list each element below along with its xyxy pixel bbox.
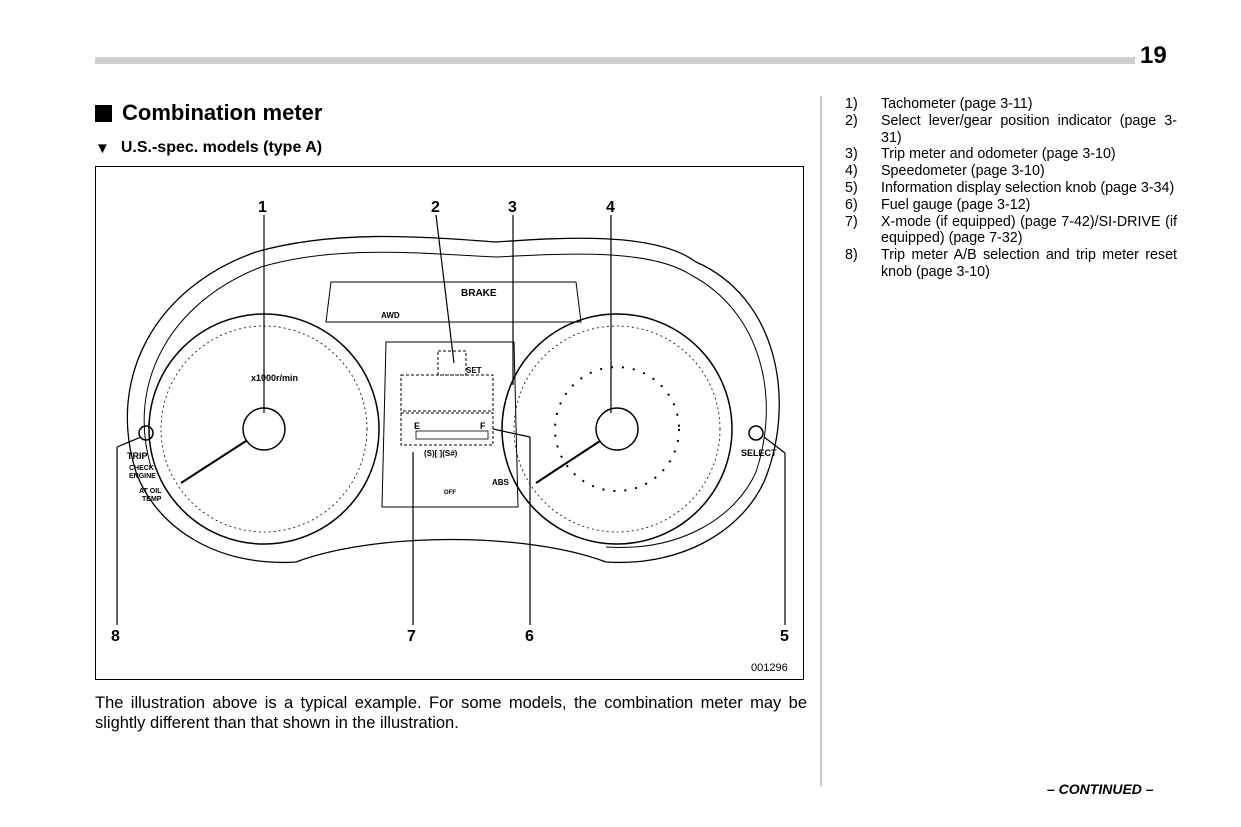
tach-unit-label: x1000r/min [251,373,298,383]
legend-item: 7)X-mode (if equipped) (page 7-42)/SI-DR… [845,213,1177,247]
callout-8: 8 [111,628,120,645]
callout-line-2 [435,214,455,364]
trip-knob [138,425,154,441]
callout-3: 3 [508,199,517,216]
legend-list: 1)Tachometer (page 3-11) 2)Select lever/… [845,96,1177,281]
check-engine-label-2: ENGINE [129,473,156,480]
callout-line-5b [763,436,786,454]
section-heading: Combination meter [95,100,322,126]
abs-label: ABS [492,478,510,487]
awd-label: AWD [381,311,400,320]
gear-indicator-label: (S)[ ](S#) [424,449,458,458]
square-bullet-icon [95,104,112,122]
callout-7: 7 [407,628,416,645]
select-knob [748,425,764,441]
callout-2: 2 [431,199,440,216]
callout-1: 1 [258,199,267,216]
trip-label: TRIP [127,451,148,461]
fuel-empty-label: E [414,421,420,431]
figure-code: 001296 [751,662,788,674]
speedometer [501,313,733,545]
check-engine-label-1: CHECK [129,465,154,472]
callout-5: 5 [780,628,789,645]
legend-item: 5)Information display selection knob (pa… [845,179,1175,196]
page-number: 19 [1140,42,1167,69]
column-divider [820,96,822,786]
figure-caption: The illustration above is a typical exam… [95,694,807,732]
triangle-down-icon: ▼ [95,139,110,157]
subsection-heading: ▼ U.S.-spec. models (type A) [95,139,322,157]
at-oil-temp-label-2: TEMP [142,496,162,503]
set-label: SET [466,366,482,375]
gear-position-frame [437,350,467,376]
legend-item: 8)Trip meter A/B selection and trip mete… [845,247,1177,280]
meter-housing-outline [126,235,780,564]
section-title: Combination meter [122,100,323,125]
off-label: OFF [444,490,456,496]
header-rule [95,57,1135,64]
callout-line-8b [116,436,142,448]
odometer-frame [400,374,494,412]
legend-item: 2)Select lever/gear position indicator (… [845,112,1177,146]
meter-illustration: x1000r/min BRAKE AWD ABS TRIP CHECK ENGI… [111,199,789,674]
brake-label: BRAKE [461,288,497,299]
callout-6: 6 [525,628,534,645]
fuel-bar [415,430,489,440]
center-panel-outline [381,341,519,508]
callout-line-6b [492,428,531,438]
legend-item: 1)Tachometer (page 3-11) [845,96,1033,112]
continued-marker: – CONTINUED – [1047,781,1154,797]
fuel-full-label: F [480,421,486,431]
meter-housing-inner [143,251,767,548]
callout-4: 4 [606,199,615,216]
subsection-title: U.S.-spec. models (type A) [120,139,323,156]
legend-item: 3)Trip meter and odometer (page 3-10) [845,146,1116,163]
at-oil-temp-label-1: AT OIL [139,488,162,495]
legend-item: 6)Fuel gauge (page 3-12) [845,196,1031,213]
warning-panel-outline [325,281,582,323]
legend-item: 4)Speedometer (page 3-10) [845,163,1045,180]
combination-meter-figure: x1000r/min BRAKE AWD ABS TRIP CHECK ENGI… [95,166,804,680]
select-label: SELECT [741,448,777,458]
